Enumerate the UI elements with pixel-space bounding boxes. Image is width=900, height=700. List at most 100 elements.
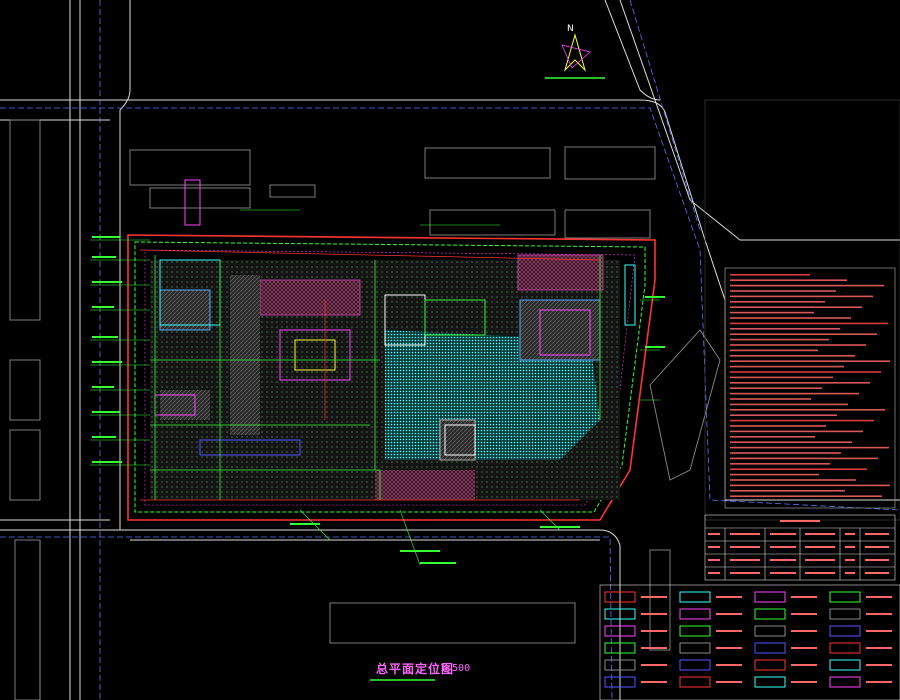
notes-line	[730, 371, 881, 373]
drawing-title: 总平面定位图	[376, 662, 455, 676]
legend-label-mark	[791, 596, 817, 598]
legend-label-mark	[791, 681, 817, 683]
notes-line	[730, 414, 837, 416]
legend-label-mark	[716, 630, 742, 632]
legend-panel	[599, 584, 900, 700]
legend-label-mark	[641, 664, 667, 666]
legend-label-mark	[866, 647, 892, 649]
notes-line	[730, 328, 840, 330]
notes-line	[730, 360, 890, 362]
internal-roads	[150, 255, 601, 500]
notes-line	[730, 279, 847, 281]
legend-label-mark	[716, 664, 742, 666]
notes-line	[730, 344, 866, 346]
drawing-scale: 1:500	[440, 663, 471, 674]
legend-symbol	[604, 676, 636, 688]
legend-symbols	[604, 591, 892, 688]
legend-symbol	[679, 591, 711, 603]
notes-line	[730, 495, 882, 497]
table-cell-mark	[770, 533, 796, 535]
table-cell-mark	[730, 533, 760, 535]
legend-symbol	[604, 659, 636, 671]
legend-label-mark	[641, 596, 667, 598]
legend-symbol	[754, 676, 786, 688]
legend-label-mark	[716, 596, 742, 598]
legend-symbol	[754, 608, 786, 620]
legend-symbol	[754, 591, 786, 603]
north-arrow-icon	[545, 33, 605, 79]
notes-text-lines	[730, 274, 890, 497]
table-cell-mark	[770, 559, 796, 561]
notes-line	[730, 419, 874, 422]
legend-label-mark	[641, 681, 667, 683]
notes-panel	[704, 99, 900, 521]
notes-line	[730, 436, 815, 438]
table-cell-mark	[845, 572, 855, 574]
table-cell-mark	[770, 546, 796, 548]
legend-symbol	[829, 608, 861, 620]
legend-symbol	[754, 625, 786, 637]
table-cell-mark	[708, 533, 720, 535]
notes-line	[730, 398, 811, 400]
table-cell-mark	[708, 572, 720, 574]
legend-symbol	[679, 659, 711, 671]
table-cell-mark	[730, 572, 760, 574]
legend-label-mark	[716, 681, 742, 683]
notes-line	[730, 295, 873, 298]
notes-line	[730, 479, 856, 481]
north-label: N	[567, 24, 574, 34]
legend-symbol	[829, 642, 861, 654]
legend-label-mark	[866, 596, 892, 598]
legend-label-mark	[866, 664, 892, 666]
legend-symbol	[604, 591, 636, 603]
table-cell-mark	[805, 533, 835, 535]
site-boundary	[127, 234, 656, 521]
legend-symbol	[829, 659, 861, 671]
schedule-table-text	[708, 520, 889, 574]
notes-line	[730, 392, 859, 395]
notes-line	[730, 284, 884, 287]
table-cell-mark	[708, 546, 720, 548]
legend-symbol	[604, 608, 636, 620]
notes-line	[730, 274, 810, 276]
notes-line	[730, 441, 852, 443]
legend-label-mark	[866, 681, 892, 683]
notes-line	[730, 457, 878, 460]
legend-label-mark	[716, 613, 742, 615]
table-cell-mark	[865, 533, 889, 535]
legend-symbol	[754, 659, 786, 671]
legend-symbol	[679, 608, 711, 620]
legend-label-mark	[641, 647, 667, 649]
legend-symbol	[679, 676, 711, 688]
notes-line	[730, 322, 888, 325]
notes-line	[730, 425, 826, 427]
table-header-mark	[780, 520, 820, 522]
annotation-leaders	[90, 209, 660, 566]
table-cell-mark	[865, 572, 889, 574]
legend-label-mark	[641, 613, 667, 615]
legend-symbol	[604, 625, 636, 637]
table-cell-mark	[865, 559, 889, 561]
notes-line	[730, 484, 890, 487]
table-cell-mark	[770, 572, 796, 574]
notes-line	[730, 365, 844, 368]
legend-label-mark	[716, 647, 742, 649]
notes-line	[730, 382, 870, 384]
notes-line	[730, 355, 855, 357]
legend-label-mark	[791, 664, 817, 666]
notes-line	[730, 468, 867, 470]
legend-symbol	[829, 625, 861, 637]
table-cell-mark	[805, 546, 835, 548]
notes-line	[730, 446, 889, 449]
notes-line	[730, 490, 845, 492]
notes-line	[730, 301, 825, 303]
notes-line	[730, 387, 822, 389]
red-routes	[139, 249, 601, 501]
notes-line	[730, 409, 885, 411]
notes-line	[730, 317, 851, 319]
legend-symbol	[754, 642, 786, 654]
notes-line	[730, 349, 818, 352]
legend-symbol	[604, 642, 636, 654]
legend-symbol	[679, 642, 711, 654]
